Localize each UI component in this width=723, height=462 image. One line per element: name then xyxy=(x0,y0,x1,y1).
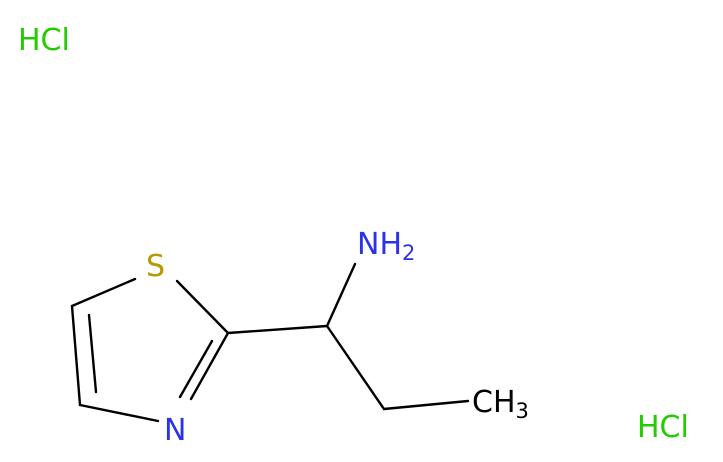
ring-nitrogen-atom-label: N xyxy=(164,413,186,448)
bond-c4-c5-double xyxy=(87,313,98,394)
bond-ch-nh2 xyxy=(325,262,357,328)
amine-symbol: NH xyxy=(357,227,402,262)
hcl-label-bottom-right: HCl xyxy=(637,410,689,445)
methyl-symbol: CH xyxy=(472,385,516,420)
bond-c2-n3-double xyxy=(178,339,214,399)
bond-ch2-ch3 xyxy=(382,399,470,411)
bond-s-c2 xyxy=(175,279,230,335)
amine-subscript: 2 xyxy=(402,241,415,265)
bond-c5-s xyxy=(70,277,137,308)
bonds xyxy=(70,262,470,423)
bond-c2-n3 xyxy=(189,331,230,401)
bond-c4-c5 xyxy=(70,304,82,407)
bond-ch-ch2 xyxy=(325,324,386,411)
sulfur-atom-label: S xyxy=(146,249,165,284)
bond-n3-c4 xyxy=(78,403,160,423)
bond-c2-ch xyxy=(226,324,329,335)
hcl-label-top-left: HCl xyxy=(18,23,70,58)
methyl-group-label: CH3 xyxy=(472,385,529,423)
amine-group-label: NH2 xyxy=(357,227,415,265)
methyl-subscript: 3 xyxy=(516,399,529,423)
